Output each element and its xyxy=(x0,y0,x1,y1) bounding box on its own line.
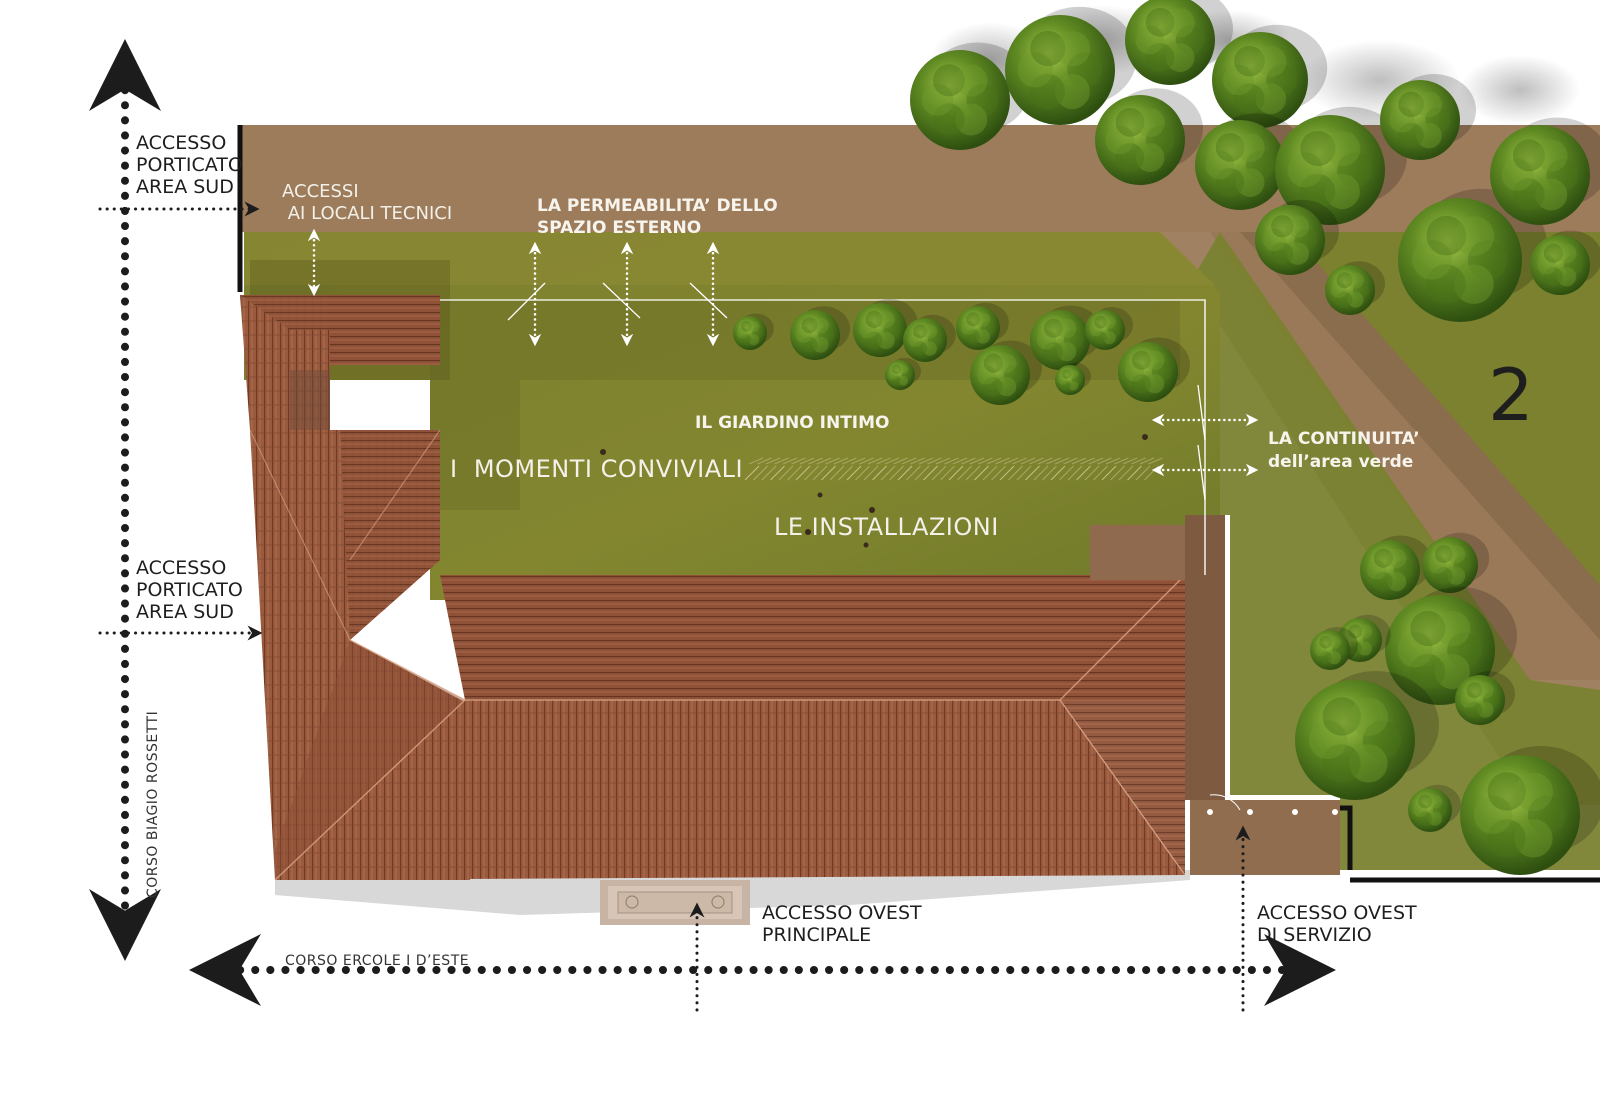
service-bollards xyxy=(1207,809,1338,815)
label-permeability: LA PERMEABILITA’ DELLO SPAZIO ESTERNO xyxy=(537,196,778,238)
label-access-portico-south: ACCESSO PORTICATO AREA SUD xyxy=(136,557,243,623)
tree-canopy xyxy=(903,318,947,362)
tree-canopy xyxy=(1005,15,1115,125)
tree-canopy xyxy=(1118,342,1178,402)
permeability-arrows xyxy=(307,228,1259,477)
west-main-entrance-steps xyxy=(600,880,750,925)
east-boundary-wall xyxy=(1340,805,1353,870)
tree-canopy xyxy=(1408,788,1452,832)
tree-canopy xyxy=(1360,540,1420,600)
access-arrows xyxy=(89,39,1336,1012)
label-street-south: CORSO ERCOLE I D’ESTE xyxy=(285,953,470,969)
tree-canopy xyxy=(1455,675,1505,725)
tree-canopy xyxy=(1030,310,1090,370)
label-street-west: CORSO BIAGIO ROSSETTI xyxy=(145,710,161,898)
label-intimate-garden: IL GIARDINO INTIMO xyxy=(695,413,890,433)
label-convivial-moments: I MOMENTI CONVIVIALI xyxy=(450,455,744,483)
tree-canopy xyxy=(1295,680,1415,800)
small-pavilion xyxy=(1090,525,1185,580)
area-number: 2 xyxy=(1488,353,1534,437)
gate-marks xyxy=(507,282,1206,501)
label-access-portico-north: ACCESSO PORTICATO AREA SUD xyxy=(136,132,243,198)
installation-marks xyxy=(744,457,1163,481)
tree-canopy xyxy=(970,345,1030,405)
service-court xyxy=(1190,800,1340,875)
label-access-west-main: ACCESSO OVEST PRINCIPALE xyxy=(762,902,922,946)
tree-canopy xyxy=(956,306,1000,350)
trees xyxy=(910,0,1600,875)
garden-fence xyxy=(440,299,1206,575)
tree-canopy xyxy=(1325,265,1375,315)
tree-canopy xyxy=(733,316,767,350)
tree-canopy xyxy=(1398,198,1522,322)
label-access-technical: ACCESSI AI LOCALI TECNICI xyxy=(282,181,453,224)
tree-canopy xyxy=(1422,537,1478,593)
tree-canopy xyxy=(885,360,915,390)
tree-canopy xyxy=(1380,80,1460,160)
label-continuity: LA CONTINUITA’ xyxy=(1268,429,1420,449)
tree-canopy xyxy=(1095,95,1185,185)
tree-canopy xyxy=(1275,115,1385,225)
tree-canopy xyxy=(1490,125,1590,225)
people xyxy=(600,434,1148,548)
tree-canopy xyxy=(1195,120,1285,210)
tree-canopy xyxy=(910,50,1010,150)
tree-canopy xyxy=(1385,595,1495,705)
garden-shrubs xyxy=(733,298,1190,405)
label-access-west-service: ACCESSO OVEST DI SERVIZIO xyxy=(1257,902,1417,946)
tree-canopy xyxy=(1255,205,1325,275)
building-roof xyxy=(240,295,1186,881)
tree-canopy xyxy=(1530,235,1590,295)
tree-canopy xyxy=(1460,755,1580,875)
label-continuity-sub: dell’area verde xyxy=(1268,452,1414,472)
tree-canopy xyxy=(1212,32,1308,128)
tree-canopy xyxy=(790,310,840,360)
tree-canopy xyxy=(1310,630,1350,670)
tree-canopy xyxy=(1085,310,1125,350)
tree-canopy xyxy=(1125,0,1215,85)
label-installations: LE INSTALLAZIONI xyxy=(774,513,999,541)
tree-canopy xyxy=(853,303,907,357)
lawn-east xyxy=(1290,232,1600,585)
tree-canopy xyxy=(1055,365,1085,395)
